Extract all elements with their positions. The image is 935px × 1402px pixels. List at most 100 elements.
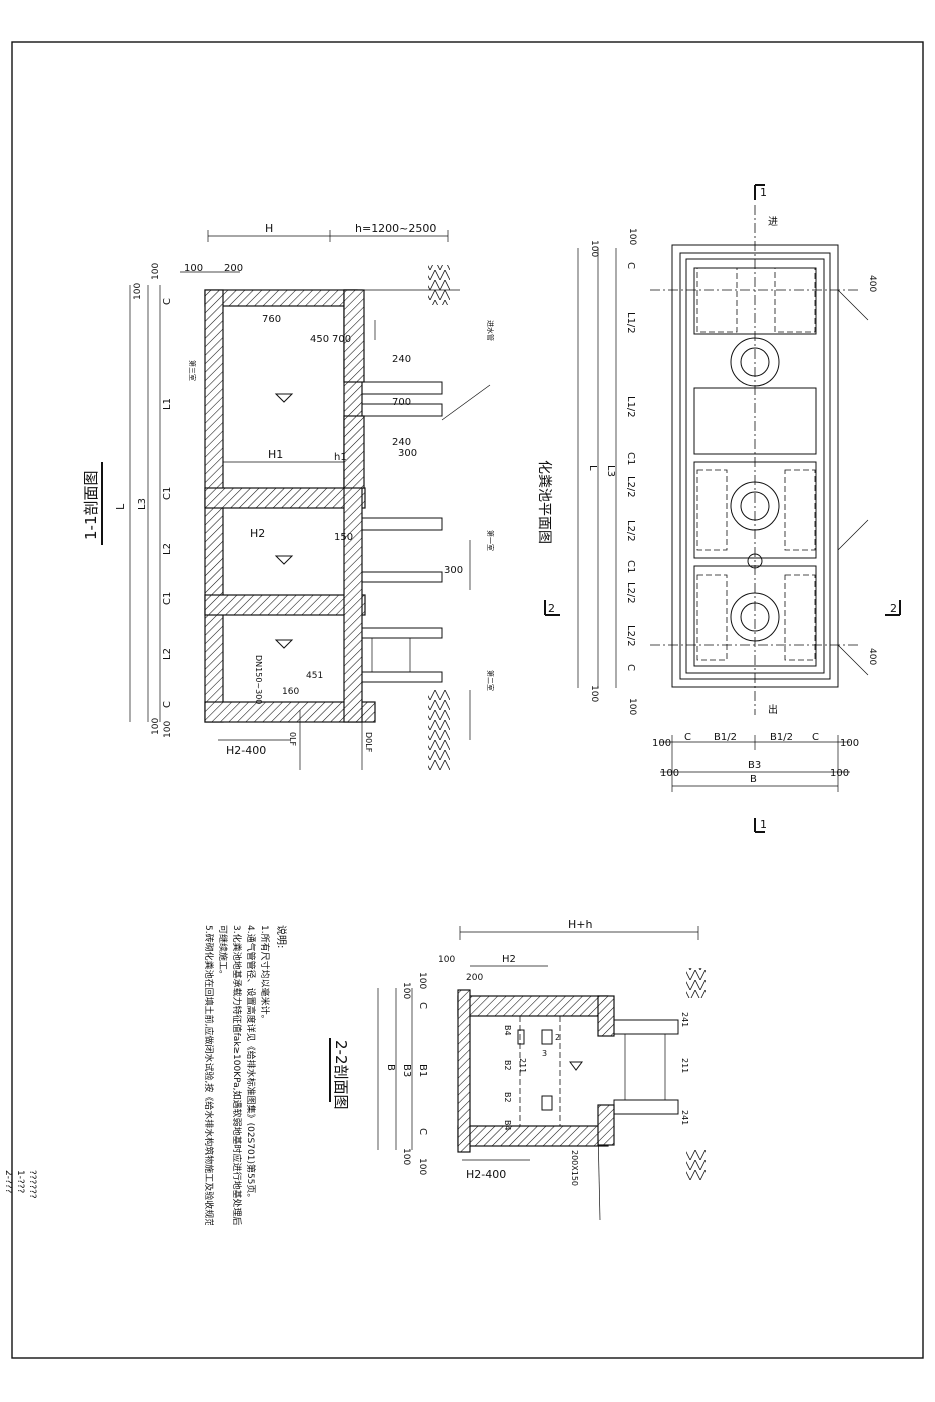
plan-dim-right-100-a: 100 [627,228,637,245]
s2-left-B3: B3 [401,1064,412,1077]
s2-B4-b: B4 [503,1120,512,1131]
s2-241-a: 241 [680,1012,689,1027]
dim-C-bot: C [162,701,173,708]
section-mark-1-bottom: 1 [760,818,767,831]
plan-dim-C1-b: C1 [625,560,636,573]
s2-dim-200: 200 [466,973,483,983]
outlet-pipe [361,671,443,683]
s2-211-b: 211 [518,1058,527,1073]
footer-codes: ?????? 1-??? 2-??? [3,1170,37,1199]
dim-0LF: 0LF [288,732,297,747]
dim-L2-b: L2 [162,648,173,660]
notes-heading: 说明: [275,925,288,948]
dim-H1: H1 [268,448,283,461]
dim-dn150: DN150~300 [254,655,263,704]
dim-240-b: 240 [392,437,411,448]
tank-bottom-slab [204,701,376,723]
plan-dim-C-top: C [625,262,636,269]
s2-right-wall-b [597,1104,615,1146]
sheet-border [11,41,924,1359]
dim-200-top: 200 [224,263,243,274]
dim-700-b: 700 [392,397,411,408]
dim-240-a: 240 [392,354,411,365]
s2-pipe-upper [613,1019,679,1035]
s2-2: 2 [555,1033,560,1042]
plan-dim-L2-2-b: L2/2 [625,520,636,542]
plan-dim-C-bot: C [625,664,636,671]
dim-C-top: C [162,298,173,305]
dim-H2: H2 [250,527,265,540]
plan-bot-100-b: 100 [840,738,859,749]
s2-title: 2-2剖面图 [332,1040,350,1110]
dim-L2-a: L2 [162,543,173,555]
plan-dim-L2-2-c: L2/2 [625,582,636,604]
s2-dim-H2: H2 [502,954,516,965]
dim-100-d: 100 [163,721,173,738]
plan-bot-C-a: C [684,732,691,743]
plan-bot-B1-2-a: B1/2 [714,732,737,743]
note-item-2: 4.通气管管径、设置高度详见《给排水标准图集》(02S701)第55页。 [245,925,257,1202]
s2-left-100-a: 100 [417,972,427,989]
s2-right-wall-a [597,995,615,1037]
note-inlet: 进水管 [486,320,495,341]
plan-dim-L3: L3 [605,465,616,477]
plan-dim-L1-2-b: L1/2 [625,396,636,418]
plan-dim-right-100-b: 100 [627,698,637,715]
dim-L1: L1 [162,398,173,410]
s2-B2-b: B2 [503,1092,512,1103]
note-item-1: 1.所有尺寸均以毫米计。 [259,925,271,1024]
plan-dim-L2-2-a: L2/2 [625,476,636,498]
plan-dim-C1-a: C1 [625,452,636,465]
footer-line-1: ?????? [27,1170,37,1199]
notes-block: 说明: 1.所有尺寸均以毫米计。 4.通气管管径、设置高度详见《给排水标准图集》… [203,925,288,1225]
dim-H2-400: H2-400 [226,744,266,757]
s2-dim-100: 100 [438,955,455,965]
s2-3: 3 [542,1049,547,1058]
plan-in-label: 进 [768,216,778,228]
note-item-4: 可继续施工。 [217,925,229,979]
note-item-5: 5.砖砌化粪池在回填土前,应做闭水试验,按《给水排水构筑物施工及验收规范》要求进… [203,925,215,1225]
dim-760: 760 [262,314,281,325]
s2-B2-a: B2 [503,1060,512,1071]
section-mark-1-top: 1 [760,186,767,199]
partition-2 [204,594,366,616]
partition-1 [204,487,366,509]
pipe-3 [361,571,443,583]
section-1-1-title: 1-1剖面图 [82,471,100,541]
dim-100-a: 100 [133,283,143,300]
plan-bot-100-d: 100 [830,768,849,779]
tank-top-slab [204,289,358,307]
plan-dim-right-400-a: 400 [867,275,877,292]
section-2-2: H+h H2 100 200 B4 B2 B2 B4 241 211 211 2… [329,918,706,1221]
s2-left-100-c: 100 [401,1148,411,1165]
plan-dim-right-400-b: 400 [867,648,877,665]
ground-hatch-top [428,265,450,305]
note-item-3: 3.化粪池地基承载力特征值fak≥100KPa,如遇软弱地基时应进行地基处理后方… [231,925,243,1225]
plan-dim-L2-2-d: L2/2 [625,625,636,647]
dim-150: 150 [334,532,353,543]
s2-dim-Hh: H+h [568,918,592,931]
dim-h-range: h=1200~2500 [355,222,436,235]
dim-451: 451 [306,671,323,681]
dim-300-a: 300 [398,448,417,459]
section-1-1: H h=1200~2500 100 200 L L3 L1 C1 L2 C1 L… [82,222,495,770]
dim-100-c: 100 [151,718,161,735]
plan-bot-B: B [750,774,757,785]
dim-C1-a: C1 [162,487,173,500]
s2-200x150: 200X150 [570,1150,579,1186]
s2-left-100-d: 100 [417,1158,427,1175]
plan-dim-L: L [587,465,598,471]
pipe-4 [361,627,443,639]
section-mark-2-left: 2 [548,602,555,615]
footer-line-3: 2-??? [3,1170,13,1194]
plan-bot-100-a: 100 [652,738,671,749]
plan-bot-B1-2-b: B1/2 [770,732,793,743]
section-mark-2-right: 2 [890,602,897,615]
pipe-2 [361,517,443,531]
s2-ground-bot [686,1150,706,1180]
plan-title: 化粪池平面图 [536,460,552,544]
dim-700-a: 700 [332,334,351,345]
s2-ground-top [686,968,706,998]
dim-C1-b: C1 [162,592,173,605]
